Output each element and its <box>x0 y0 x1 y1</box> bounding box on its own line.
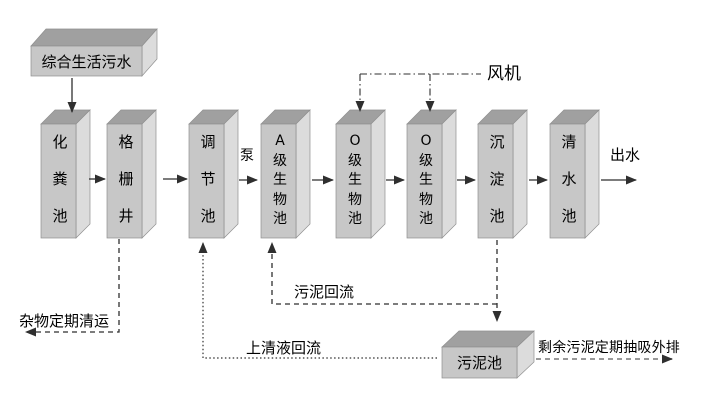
sludge-return-lines <box>267 240 502 322</box>
supernatant-return-label: 上清液回流 <box>246 339 322 357</box>
tank-label-a-bio: A级生物池 <box>273 133 287 227</box>
pump-label: 泵 <box>240 148 254 164</box>
tank-box-septic <box>40 109 91 239</box>
tank-label-regulating: 调节池 <box>200 133 216 225</box>
tank-box-regulating <box>188 109 239 239</box>
tank-box-a-bio <box>260 109 311 239</box>
sludge-return-label: 污泥回流 <box>294 283 355 301</box>
debris-removal-label: 杂物定期清运 <box>19 312 110 330</box>
main-flow-arrows <box>67 78 637 185</box>
fan-label: 风机 <box>487 64 521 84</box>
tank-label-o-bio-2: O级生物池 <box>419 133 433 227</box>
tank-label-sedimentation: 沉淀池 <box>489 133 505 225</box>
tank-box-o-bio-1 <box>335 109 386 239</box>
tank-box-sedimentation <box>477 109 528 239</box>
excess-sludge-label: 剩余污泥定期抽吸外排 <box>538 340 680 356</box>
tank-box-o-bio-2 <box>406 109 457 239</box>
debris-removal-line <box>25 239 120 337</box>
source-box-label: 综合生活污水 <box>41 52 132 71</box>
tank-label-o-bio-1: O级生物池 <box>348 133 362 227</box>
tank-label-clear-water: 清水池 <box>561 133 577 225</box>
tank-box-grid-well <box>106 109 157 239</box>
sludge-tank-box <box>441 330 535 379</box>
source-box <box>30 28 158 77</box>
tank-label-septic: 化粪池 <box>52 133 68 225</box>
outflow-label: 出水 <box>610 146 641 164</box>
tank-box-clear-water <box>549 109 600 239</box>
tank-label-grid-well: 格栅井 <box>118 133 134 225</box>
supernatant-return-line <box>198 242 437 359</box>
fan-air-lines <box>355 73 481 112</box>
sludge-tank-label: 污泥池 <box>456 354 502 372</box>
